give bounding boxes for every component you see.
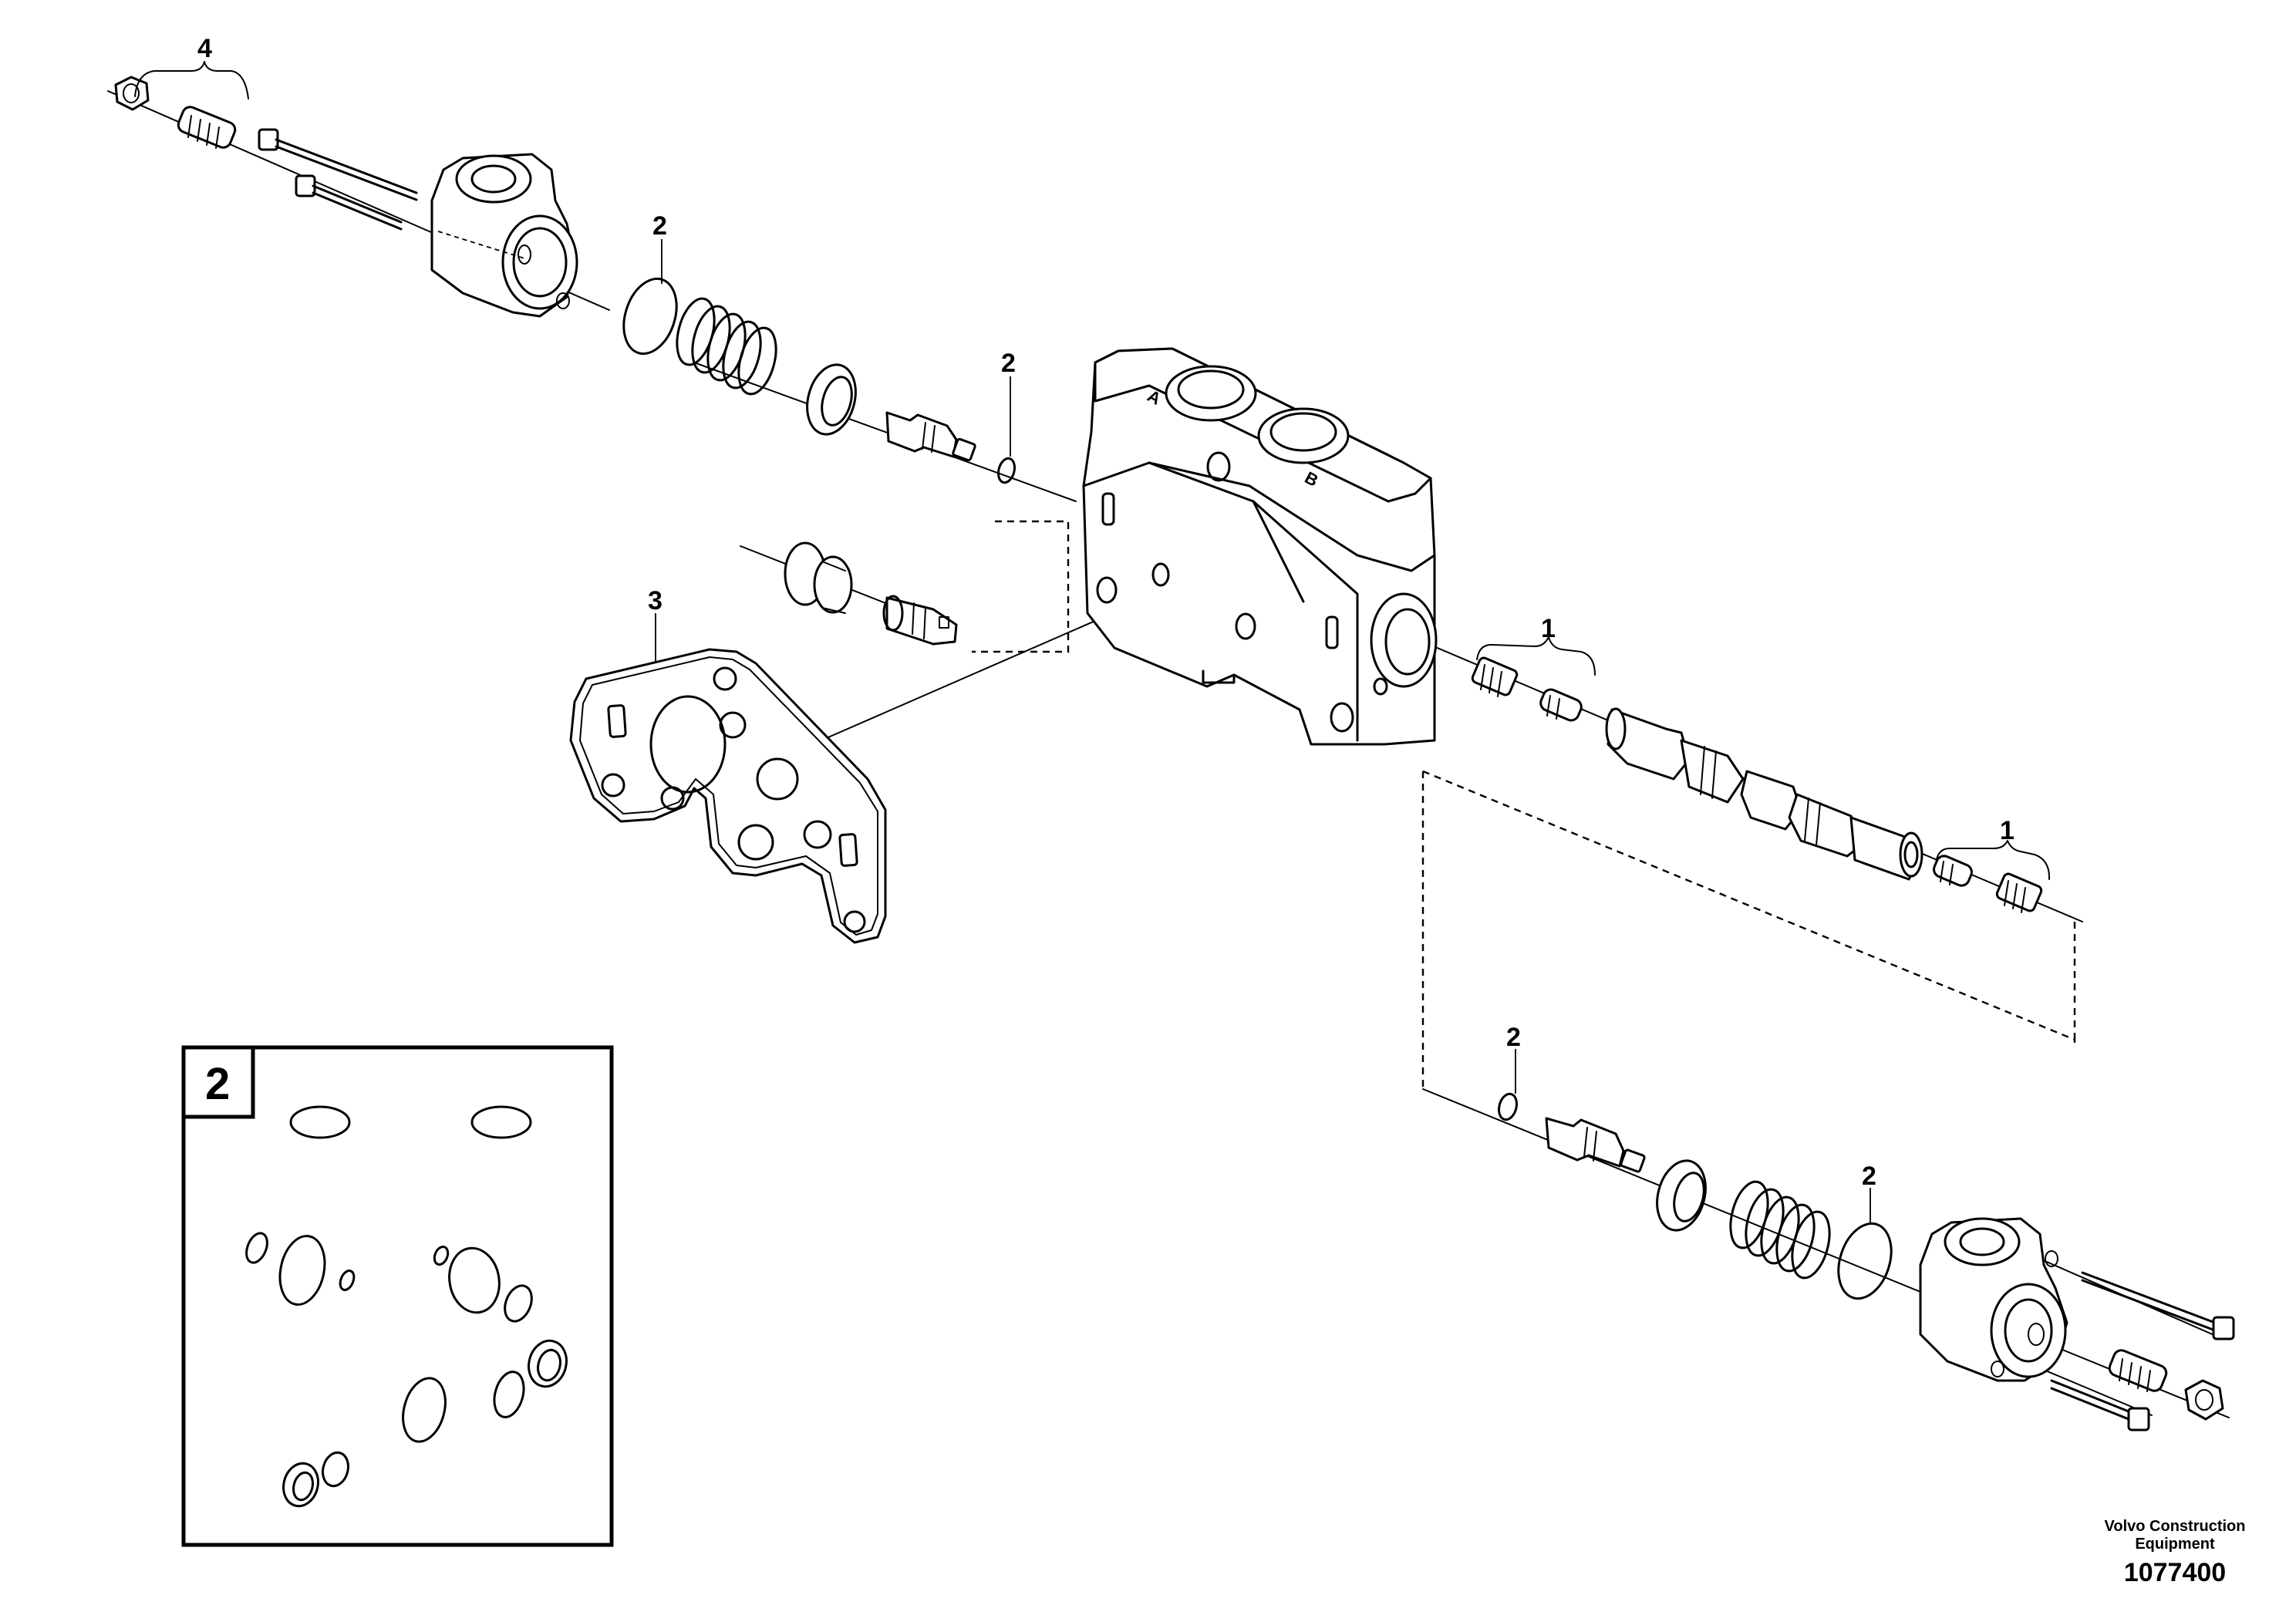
valve-section-body: A B <box>1082 347 1438 746</box>
adjusting-screw-low <box>2108 1349 2168 1392</box>
drawing-number: 1077400 <box>2124 1558 2226 1587</box>
o-ring-mid <box>996 457 1017 484</box>
callout-1-a: 1 <box>1541 614 1556 643</box>
hex-nut-low <box>2184 1379 2224 1421</box>
seal-kit-number: 2 <box>205 1059 230 1109</box>
relief-valve-body-top <box>430 153 578 318</box>
spring-pair-right-1 <box>1471 656 1583 722</box>
callout-2-top: 2 <box>652 211 667 241</box>
poppet-low <box>1545 1117 1646 1173</box>
callout-2-low: 2 <box>1506 1023 1521 1052</box>
washer-top <box>806 363 857 436</box>
main-spool <box>1605 707 1923 881</box>
callout-labels: 4 2 2 3 1 1 2 2 <box>197 34 2014 1191</box>
relief-valve-body-low <box>1919 1217 2068 1382</box>
callout-1-b: 1 <box>2000 816 2014 845</box>
o-ring-top <box>622 277 678 356</box>
dashed-connectors <box>972 520 2076 1089</box>
o-ring-right <box>1837 1222 1893 1300</box>
hex-nut-top <box>114 76 150 111</box>
callout-leaders <box>134 61 2051 1222</box>
callout-2-mid: 2 <box>1001 349 1016 378</box>
poppet-top <box>885 411 976 462</box>
bolt-pair-low <box>2050 1271 2235 1431</box>
callout-2-right: 2 <box>1862 1162 1876 1191</box>
callout-4: 4 <box>197 34 212 63</box>
spring-low <box>1729 1180 1831 1280</box>
seal-kit-box: 2 <box>181 1045 614 1547</box>
adjusting-screw-top <box>177 106 237 149</box>
company-line-1: Volvo Construction <box>2105 1518 2246 1535</box>
spring-pair-right-2 <box>1933 855 2043 913</box>
check-valve-piece <box>882 595 958 646</box>
footer: Volvo Construction Equipment 1077400 <box>2105 1518 2246 1587</box>
spring-top <box>676 297 777 396</box>
company-line-2: Equipment <box>2135 1536 2215 1553</box>
o-ring-low <box>1497 1092 1519 1121</box>
plug <box>784 541 853 614</box>
gasket-plate <box>569 648 887 944</box>
washer-low <box>1656 1159 1707 1232</box>
bolt-pair-top <box>258 128 418 231</box>
callout-3: 3 <box>648 586 663 615</box>
